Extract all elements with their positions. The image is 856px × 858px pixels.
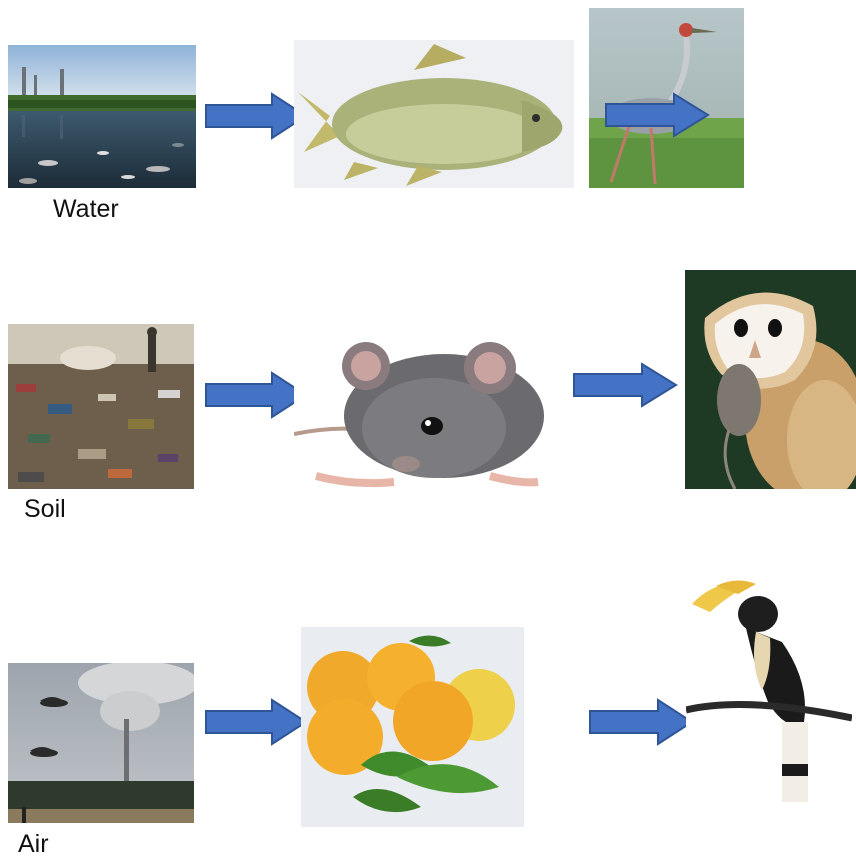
oranges-image <box>301 627 524 827</box>
polluted-air-image <box>8 663 194 823</box>
polluted-soil-icon <box>8 324 194 489</box>
rat-icon <box>294 316 550 491</box>
polluted-air-icon <box>8 663 194 823</box>
arrow-rat-to-owl <box>572 362 678 408</box>
polluted-water-image <box>8 45 196 188</box>
polluted-soil-image <box>8 324 194 489</box>
polluted-water-icon <box>8 45 196 188</box>
arrow-water-to-fish <box>204 92 308 140</box>
owl-icon <box>685 270 856 489</box>
arrow-air-to-oranges <box>204 698 308 746</box>
hornbill-image <box>686 572 852 824</box>
source-label-water: Water <box>53 197 119 222</box>
source-label-air: Air <box>18 832 49 857</box>
hornbill-icon <box>686 572 852 824</box>
fish-icon <box>294 40 574 188</box>
owl-image <box>685 270 856 489</box>
rat-image <box>294 316 550 491</box>
source-label-soil: Soil <box>24 497 66 522</box>
arrow-oranges-to-hornbill <box>588 698 694 746</box>
arrow-soil-to-rat <box>204 371 308 419</box>
oranges-icon <box>301 627 524 827</box>
fish-image <box>294 40 574 188</box>
arrow-fish-to-crane <box>604 92 710 138</box>
